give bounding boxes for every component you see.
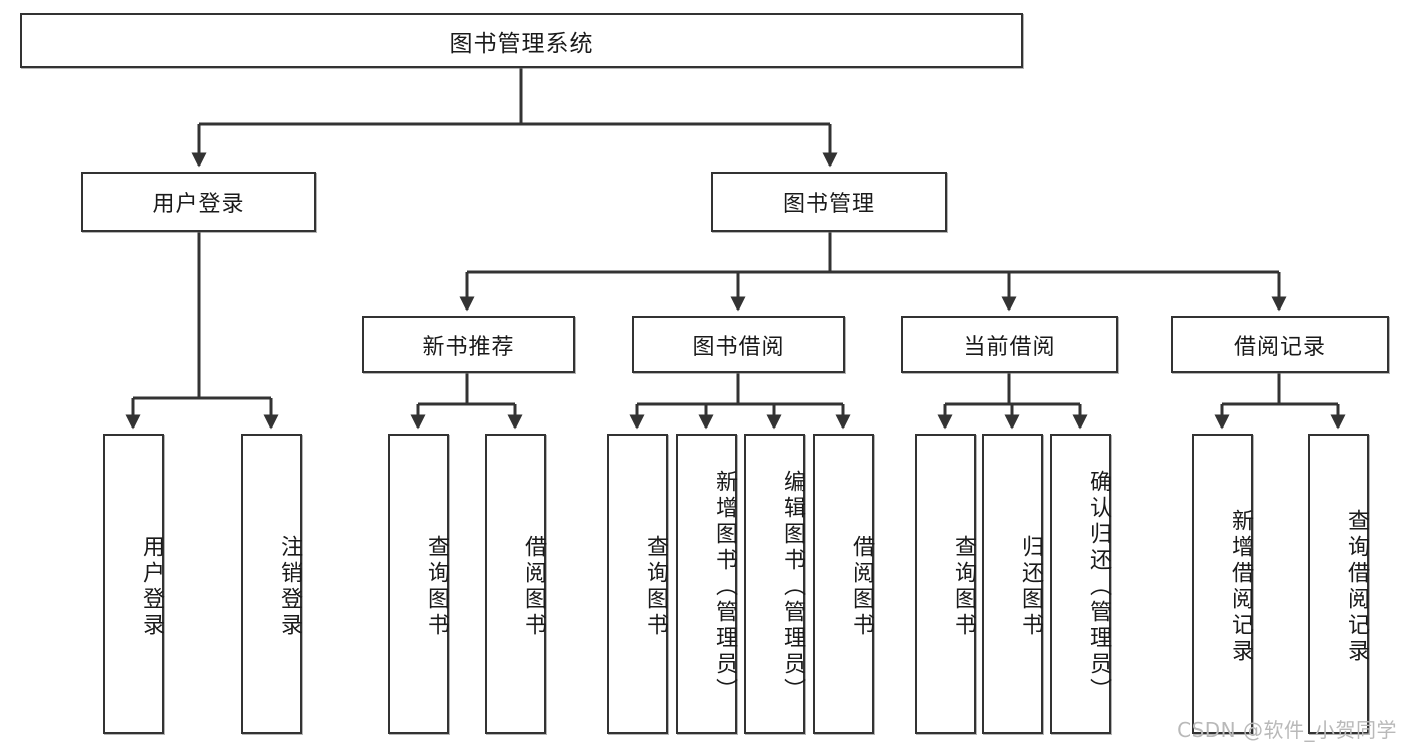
leaf-book-borrow-query-book[interactable]: 查询图书 xyxy=(607,434,668,734)
leaf-current-borrow-query-book[interactable]: 查询图书 xyxy=(915,434,976,734)
leaf-book-borrow-borrow-book[interactable]: 借阅图书 xyxy=(813,434,874,734)
node-root-book-management-system[interactable]: 图书管理系统 xyxy=(20,13,1023,68)
leaf-borrow-record-query-record[interactable]: 查询借阅记录 xyxy=(1308,434,1369,734)
leaf-current-borrow-return-book[interactable]: 归还图书 xyxy=(982,434,1043,734)
leaf-borrow-record-add-record[interactable]: 新增借阅记录 xyxy=(1192,434,1253,734)
leaf-current-borrow-confirm-return-admin[interactable]: 确认归还（管理员） xyxy=(1050,434,1111,734)
leaf-label: 用户登录 xyxy=(139,535,164,639)
node-current-borrow[interactable]: 当前借阅 xyxy=(901,316,1118,373)
leaf-user-login-login[interactable]: 用户登录 xyxy=(103,434,164,734)
leaf-label: 编辑图书（管理员） xyxy=(780,470,805,704)
leaf-new-book-borrow-book[interactable]: 借阅图书 xyxy=(485,434,546,734)
node-user-login[interactable]: 用户登录 xyxy=(81,172,316,232)
leaf-label: 查询图书 xyxy=(951,535,976,639)
watermark-text: CSDN @软件_小贺同学 xyxy=(1177,718,1397,742)
leaf-label: 查询图书 xyxy=(643,535,668,639)
leaf-label: 注销登录 xyxy=(277,535,302,639)
leaf-label: 借阅图书 xyxy=(521,535,546,639)
leaf-label: 新增借阅记录 xyxy=(1228,509,1253,665)
node-new-book-recommend[interactable]: 新书推荐 xyxy=(362,316,575,373)
leaf-user-login-logout[interactable]: 注销登录 xyxy=(241,434,302,734)
leaf-label: 新增图书（管理员） xyxy=(712,470,737,704)
node-book-management[interactable]: 图书管理 xyxy=(711,172,947,232)
leaf-label: 借阅图书 xyxy=(849,535,874,639)
leaf-book-borrow-add-book-admin[interactable]: 新增图书（管理员） xyxy=(676,434,737,734)
leaf-label: 查询借阅记录 xyxy=(1344,509,1369,665)
leaf-label: 确认归还（管理员） xyxy=(1086,470,1111,704)
node-borrow-record[interactable]: 借阅记录 xyxy=(1171,316,1389,373)
leaf-new-book-query-book[interactable]: 查询图书 xyxy=(388,434,449,734)
node-book-borrow[interactable]: 图书借阅 xyxy=(632,316,845,373)
leaf-label: 归还图书 xyxy=(1018,535,1043,639)
leaf-book-borrow-edit-book-admin[interactable]: 编辑图书（管理员） xyxy=(744,434,805,734)
leaf-label: 查询图书 xyxy=(424,535,449,639)
